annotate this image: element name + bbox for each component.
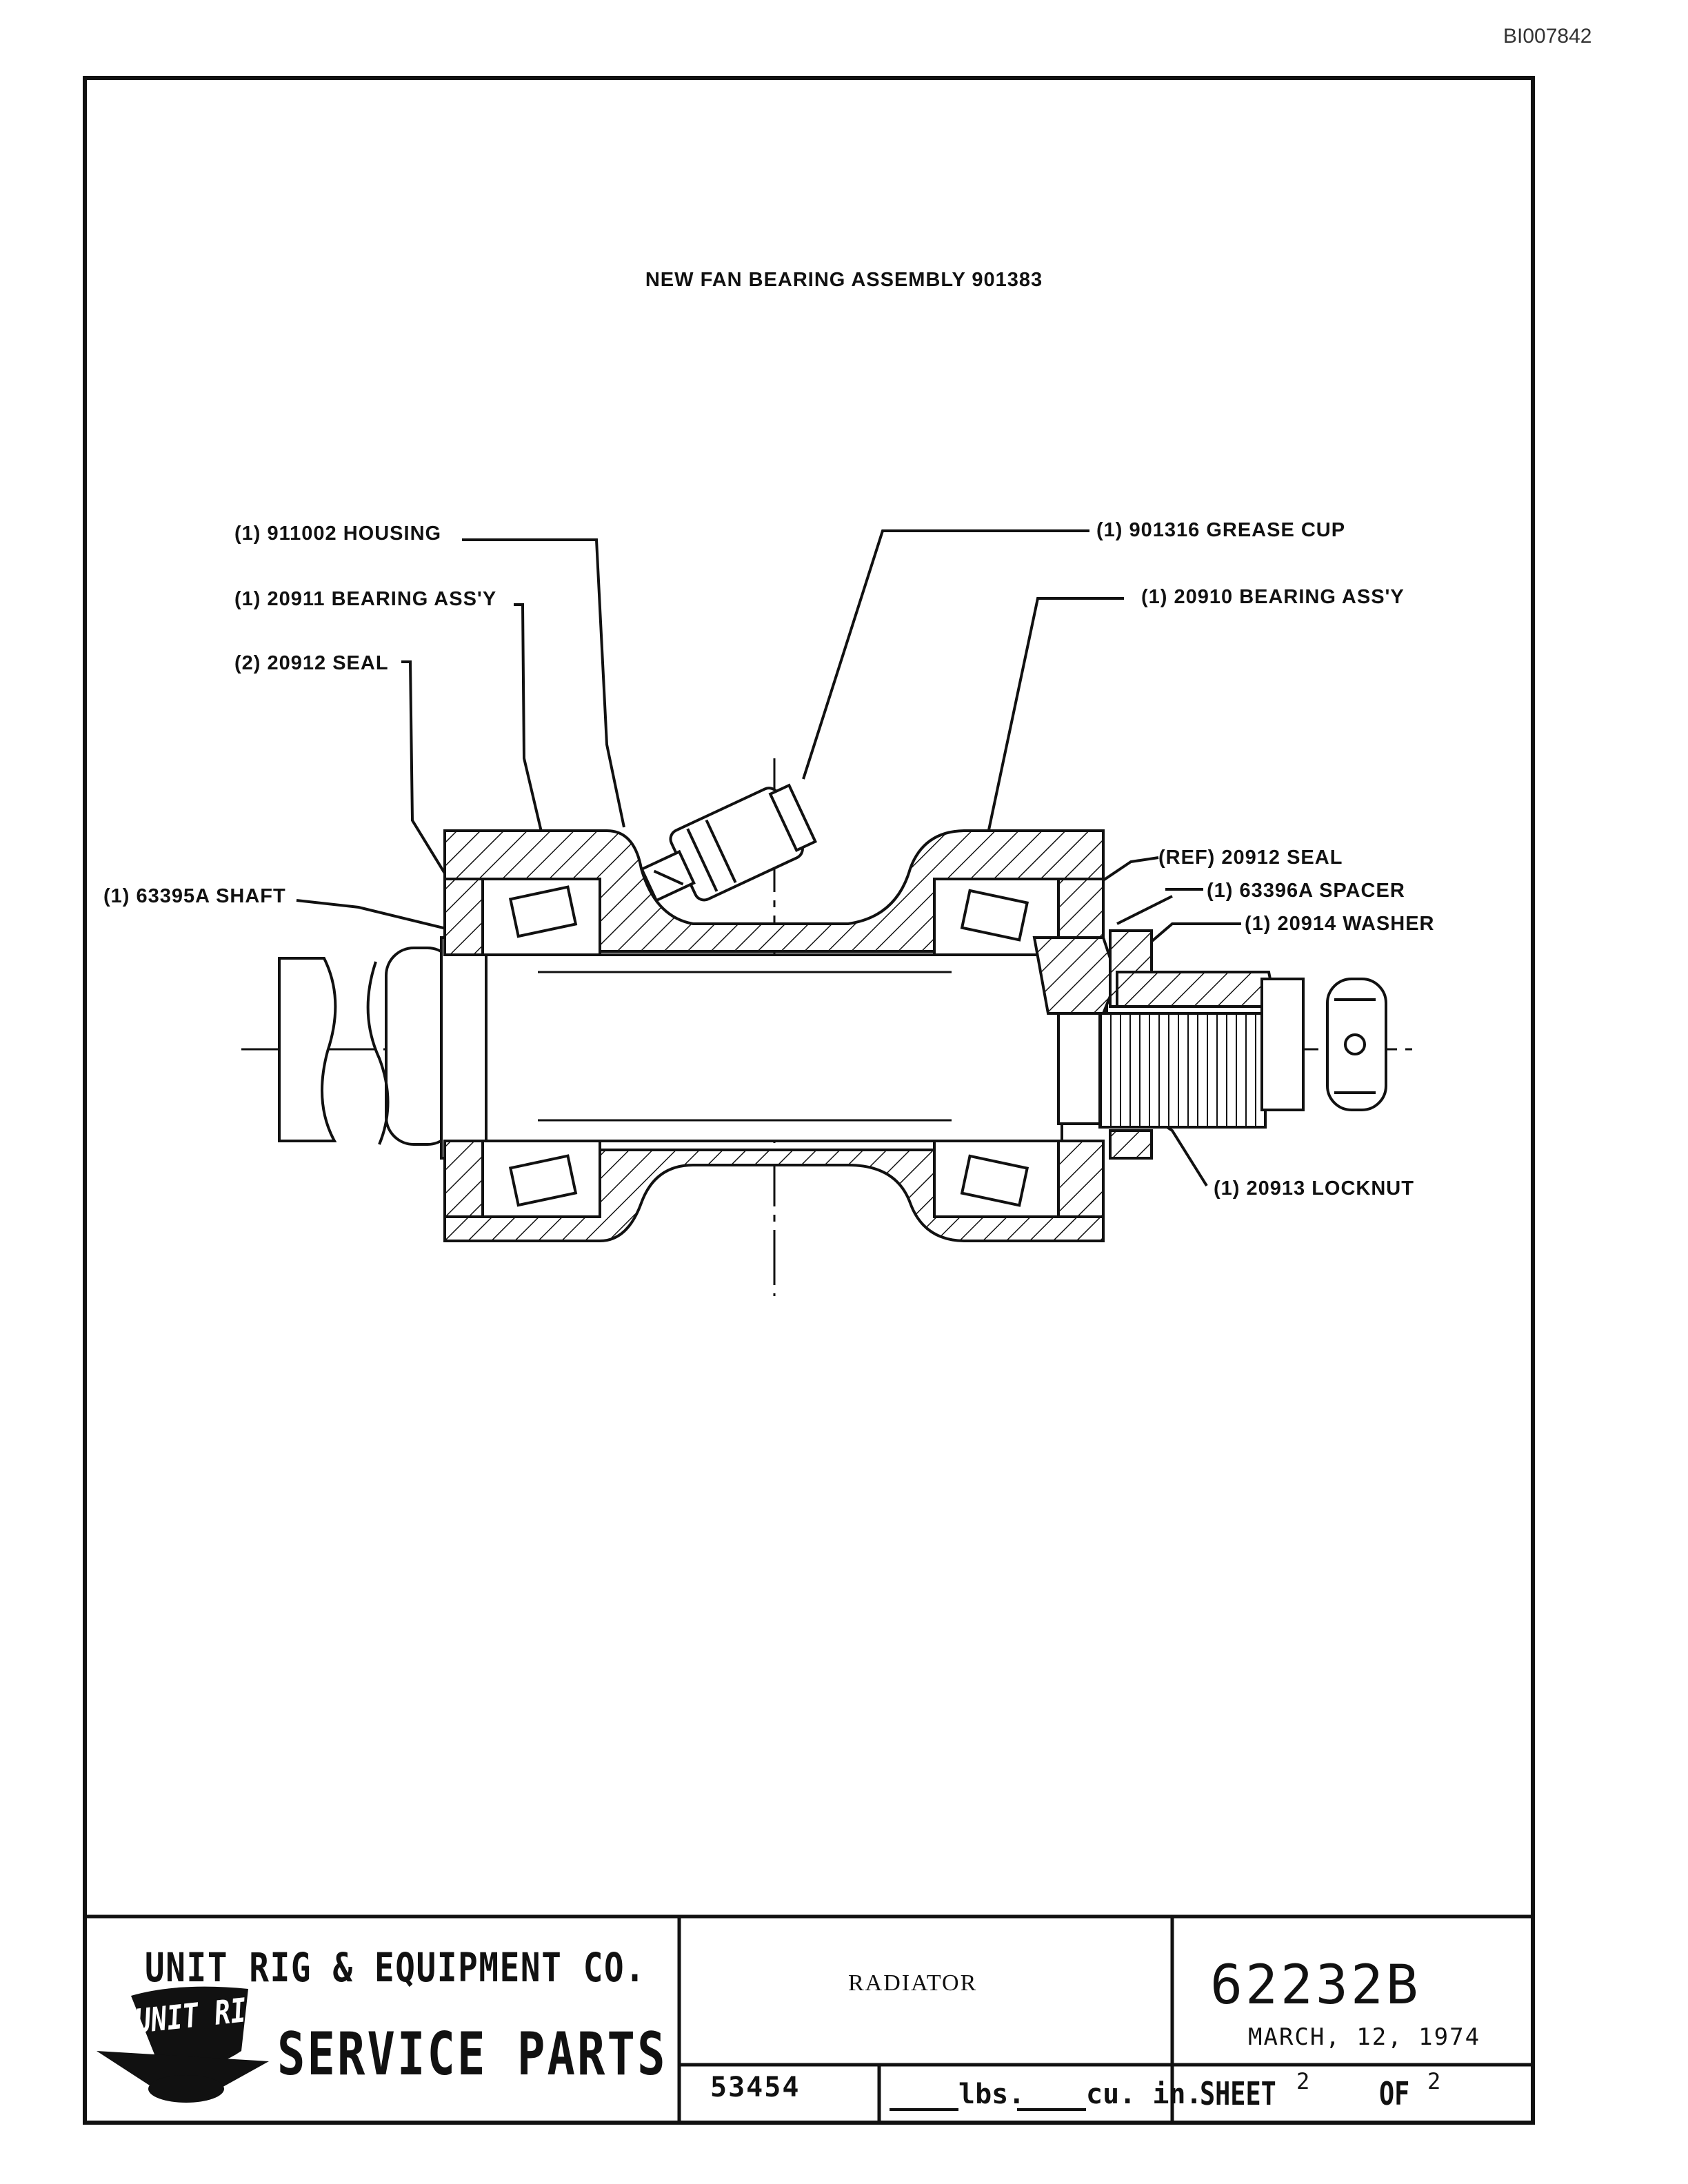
spacer-washer: [1032, 929, 1153, 1160]
sheet-number: 2: [1296, 2068, 1310, 2094]
document-number: 62232B: [1210, 1954, 1421, 2016]
service-parts-label: SERVICE PARTS: [277, 2020, 667, 2089]
of-label: OF: [1379, 2075, 1410, 2112]
cuin-label: cu. in.: [1086, 2079, 1203, 2110]
company-name: UNIT RIG & EQUIPMENT CO.: [145, 1944, 646, 1991]
callout-housing: (1) 911002 HOUSING: [234, 523, 442, 545]
callout-spacer: (1) 63396A SPACER: [1207, 880, 1405, 902]
callout-washer: (1) 20914 WASHER: [1245, 913, 1435, 935]
callout-shaft: (1) 63395A SHAFT: [103, 885, 286, 907]
lbs-label: lbs.: [958, 2079, 1025, 2110]
shaft: [385, 936, 1108, 1160]
leader-lines: [296, 529, 1241, 1187]
document-date: MARCH, 12, 1974: [1248, 2023, 1481, 2051]
drawing-frame: [83, 76, 1535, 2125]
title-block-lines: [83, 1914, 1535, 2125]
grease-cup-part: [640, 783, 818, 902]
threaded-end: [1098, 971, 1305, 1129]
bearing-left-upper: [457, 878, 601, 956]
document-id: BI007842: [1503, 25, 1592, 48]
end-cap-right: [1326, 978, 1387, 1111]
section-name: RADIATOR: [848, 1970, 978, 1996]
callout-grease-cup: (1) 901316 GREASE CUP: [1096, 519, 1346, 541]
shaft-stub-left: [278, 957, 390, 1145]
callout-seal: (2) 20912 SEAL: [234, 652, 389, 674]
drawing-title: NEW FAN BEARING ASSEMBLY 901383: [645, 269, 1043, 291]
callout-locknut: (1) 20913 LOCKNUT: [1214, 1177, 1414, 1200]
sheet-label: SHEET: [1200, 2075, 1276, 2112]
code-number: 53454: [710, 2072, 801, 2103]
callout-ref-seal: (REF) 20912 SEAL: [1158, 847, 1343, 869]
unit-rig-logo: [97, 1986, 269, 2103]
callout-bearing-right: (1) 20910 BEARING ASS'Y: [1141, 586, 1405, 608]
housing-upper-section: [443, 829, 1105, 953]
of-number: 2: [1427, 2068, 1441, 2094]
callout-bearing-left: (1) 20911 BEARING ASS'Y: [234, 588, 497, 610]
